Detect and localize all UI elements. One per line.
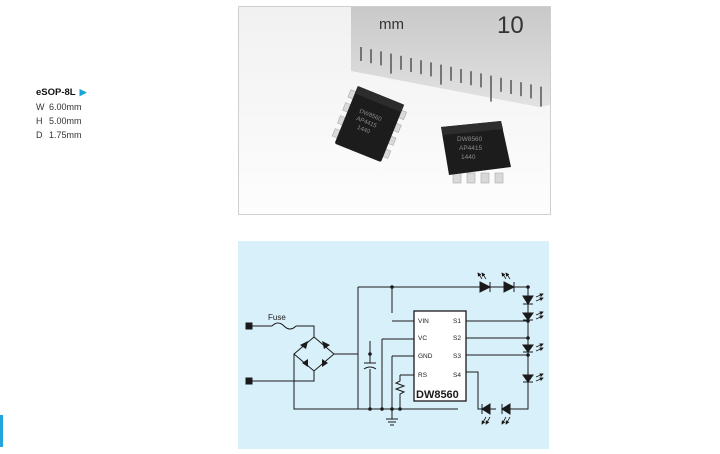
package-name: eSOP-8L — [36, 87, 76, 98]
chip-right-marking-2: AP4415 — [459, 145, 483, 152]
chip-right-marking-1: DW8560 — [457, 136, 483, 143]
chip-right-marking-3: 1440 — [461, 154, 476, 161]
ruler-ticks — [360, 47, 542, 107]
pin-s1: S1 — [453, 318, 461, 325]
rs-resistor — [394, 375, 406, 409]
led-string-bottom — [481, 403, 511, 415]
fuse-label: Fuse — [268, 313, 286, 322]
bridge-rectifier — [293, 336, 335, 372]
ic-name-label: DW8560 — [416, 389, 459, 401]
chip-right: DW8560 AP4415 1440 — [441, 121, 511, 184]
accent-bar — [0, 415, 3, 447]
fuse-symbol — [271, 322, 297, 330]
ruler-mark-label: 10 — [497, 12, 524, 39]
pin-s4: S4 — [453, 372, 461, 379]
led-emission-right — [535, 293, 544, 382]
led-string-top — [479, 281, 516, 293]
chip-left: DW8560 AP4415 1440 — [331, 85, 407, 162]
ruler — [351, 7, 550, 107]
led-string-right — [522, 295, 534, 383]
play-arrow-icon[interactable]: ▶ — [79, 87, 87, 97]
pin-rs: RS — [418, 372, 428, 379]
ground-symbol — [386, 418, 398, 426]
chip-photo: mm 10 DW8560 AP4415 1440 DW8560 — [238, 6, 551, 215]
bridge-diodes — [300, 341, 330, 367]
input-terminal-top — [245, 322, 253, 330]
application-schematic: Fuse VIN VC GND RS S1 S2 S3 S4 DW8560 — [238, 241, 549, 449]
input-terminal-bottom — [245, 377, 253, 385]
pin-s2: S2 — [453, 335, 461, 342]
led-emission-bottom — [481, 416, 511, 425]
package-title: eSOP-8L▶ — [36, 85, 87, 100]
ruler-unit-label: mm — [379, 16, 404, 33]
chip-photo-illustration: mm 10 DW8560 AP4415 1440 DW8560 — [239, 7, 550, 214]
pin-vin: VIN — [418, 318, 429, 325]
pin-gnd: GND — [418, 353, 433, 360]
schematic-svg: Fuse VIN VC GND RS S1 S2 S3 S4 DW8560 — [245, 272, 544, 426]
chip-left-marking-3: 1440 — [356, 125, 371, 136]
pin-s3: S3 — [453, 353, 461, 360]
junction-dots — [368, 285, 530, 411]
led-emission-top — [477, 272, 511, 280]
ic-dw8560 — [413, 310, 467, 402]
pin-vc: VC — [418, 335, 427, 342]
